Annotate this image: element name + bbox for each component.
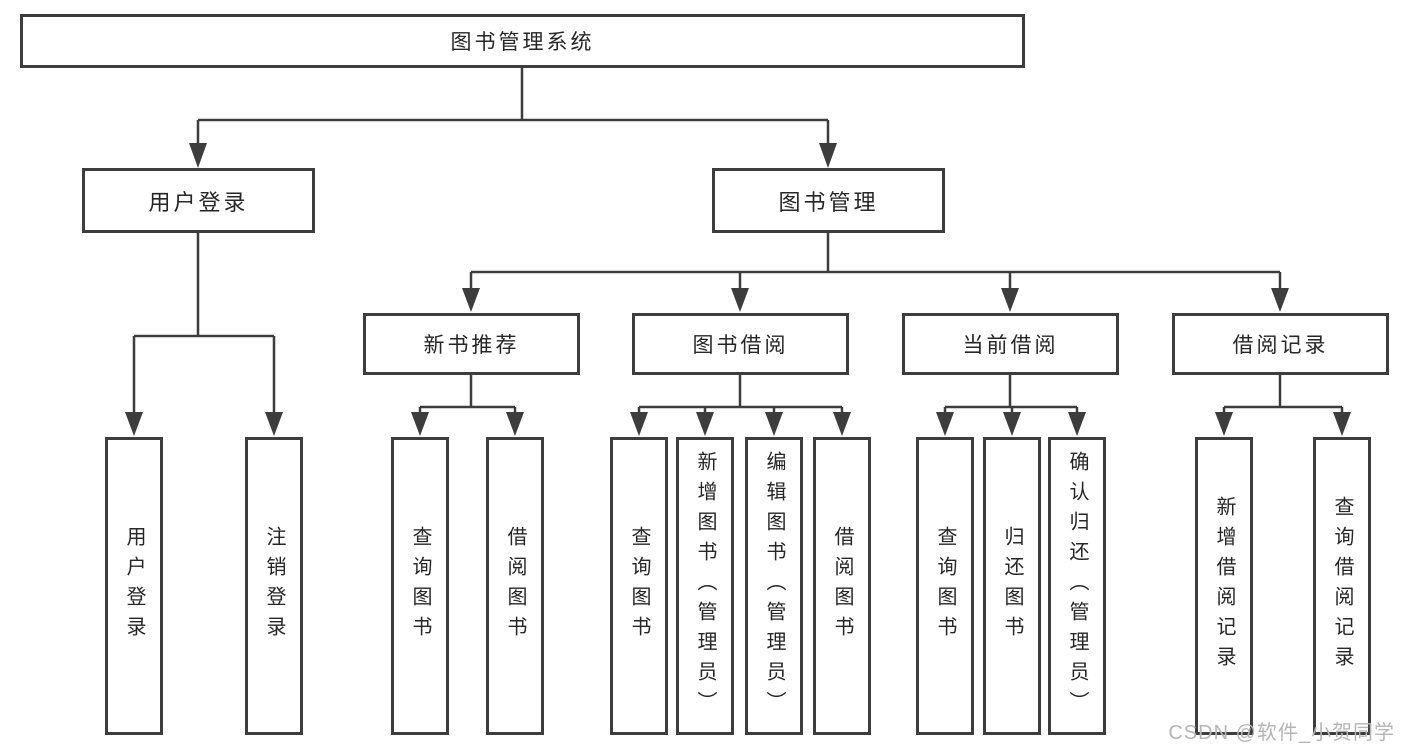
- node-user-login-label: 用户登录: [148, 189, 249, 215]
- node-current-borrow: 当前借阅: [902, 313, 1119, 375]
- leaf-record-add: 新增借阅记录: [1195, 437, 1253, 735]
- connector-borrow-to-leaves: [630, 375, 851, 436]
- leaf-user-login-label: 用户登录: [123, 526, 145, 646]
- leaf-logout: 注销登录: [245, 437, 303, 735]
- node-book-borrow-label: 图书借阅: [692, 334, 789, 357]
- node-book-mgmt: 图书管理: [712, 168, 945, 233]
- connector-user-login-to-leaves: [125, 233, 283, 436]
- node-book-borrow: 图书借阅: [632, 313, 849, 375]
- leaf-newbook-borrow: 借阅图书: [486, 437, 544, 735]
- node-root-label: 图书管理系统: [450, 31, 595, 54]
- node-new-book-recommend-label: 新书推荐: [423, 334, 520, 357]
- node-user-login: 用户登录: [82, 168, 315, 233]
- leaf-borrow-add-label: 新增图书（管理员）: [694, 451, 716, 721]
- leaf-current-confirm-return-label: 确认归还（管理员）: [1066, 451, 1088, 721]
- leaf-borrow-add: 新增图书（管理员）: [676, 437, 734, 735]
- connector-record-to-leaves: [1215, 375, 1351, 436]
- leaf-borrow-edit-label: 编辑图书（管理员）: [763, 451, 785, 721]
- node-root: 图书管理系统: [20, 14, 1025, 68]
- node-book-mgmt-label: 图书管理: [778, 189, 879, 215]
- leaf-current-confirm-return: 确认归还（管理员）: [1048, 437, 1106, 735]
- leaf-borrow-query: 查询图书: [610, 437, 668, 735]
- leaf-current-query-label: 查询图书: [934, 526, 956, 646]
- leaf-borrow-borrow-label: 借阅图书: [831, 526, 853, 646]
- leaf-user-login: 用户登录: [105, 437, 163, 735]
- leaf-borrow-edit: 编辑图书（管理员）: [745, 437, 803, 735]
- node-borrow-record-label: 借阅记录: [1232, 334, 1329, 357]
- leaf-logout-label: 注销登录: [263, 526, 285, 646]
- leaf-borrow-borrow: 借阅图书: [813, 437, 871, 735]
- leaf-record-query: 查询借阅记录: [1313, 437, 1371, 735]
- leaf-record-query-label: 查询借阅记录: [1331, 496, 1353, 676]
- leaf-record-add-label: 新增借阅记录: [1213, 496, 1235, 676]
- leaf-borrow-query-label: 查询图书: [628, 526, 650, 646]
- connector-current-to-leaves: [936, 375, 1086, 436]
- connector-book-mgmt-to-level3: [462, 233, 1289, 312]
- connector-root-to-level2: [189, 68, 837, 168]
- watermark-text: CSDN @软件_小贺同学: [1168, 722, 1395, 744]
- leaf-newbook-query: 查询图书: [391, 437, 449, 735]
- node-current-borrow-label: 当前借阅: [962, 334, 1059, 357]
- connector-newbook-to-leaves: [411, 375, 524, 436]
- leaf-newbook-query-label: 查询图书: [409, 526, 431, 646]
- leaf-current-return: 归还图书: [983, 437, 1041, 735]
- leaf-current-query: 查询图书: [916, 437, 974, 735]
- leaf-current-return-label: 归还图书: [1001, 526, 1023, 646]
- node-new-book-recommend: 新书推荐: [363, 313, 580, 375]
- leaf-newbook-borrow-label: 借阅图书: [504, 526, 526, 646]
- node-borrow-record: 借阅记录: [1172, 313, 1389, 375]
